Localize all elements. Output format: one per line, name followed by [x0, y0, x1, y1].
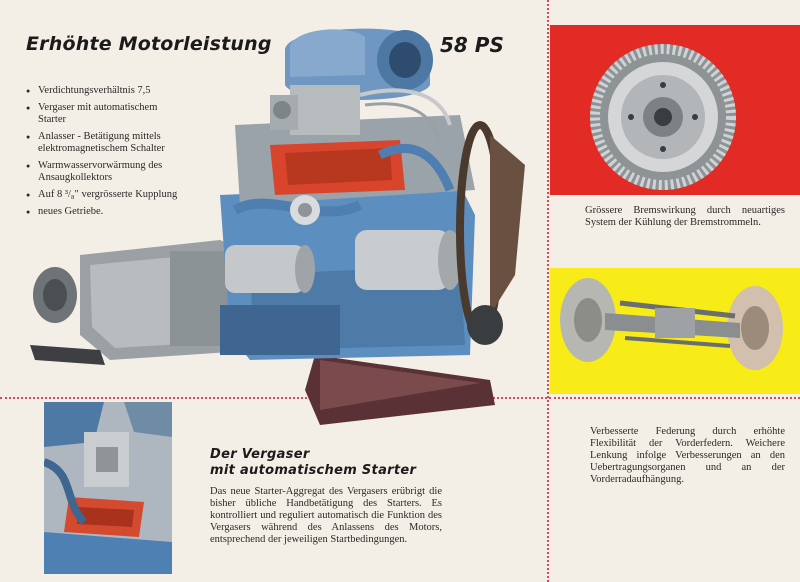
carburetor-heading-line2: mit automatischem Starter [210, 463, 417, 478]
feature-list: Verdichtungsverhältnis 7,5 Vergaser mit … [26, 85, 181, 223]
list-item: Auf 8 ³/₈" vergrösserte Kupplung [26, 189, 181, 201]
brake-drum-panel [550, 25, 800, 195]
list-item: Warmwasservorwärmung des Ansaugkollektor… [26, 160, 181, 184]
list-item: Anlasser - Betätigung mittels elektromag… [26, 131, 181, 155]
suspension-panel [550, 268, 800, 394]
page-title: Erhöhte Motorleistung [26, 33, 272, 55]
horizontal-divider-left [0, 397, 547, 399]
suspension-caption: Verbesserte Federung durch erhöhte Flexi… [590, 426, 785, 485]
carburetor-photo [44, 402, 172, 574]
carburetor-heading-line1: Der Vergaser [210, 447, 310, 462]
list-item: Verdichtungsverhältnis 7,5 [26, 85, 181, 97]
horizontal-divider-right [549, 397, 800, 399]
power-rating: 58 PS [440, 33, 504, 57]
carburetor-image [44, 402, 172, 574]
vertical-divider [547, 0, 549, 582]
front-axle-image [560, 278, 783, 370]
engine-illustration [30, 28, 525, 425]
list-item: neues Getriebe. [26, 206, 181, 218]
brake-caption: Grössere Bremswirkung durch neuartiges S… [585, 205, 785, 228]
list-item: Vergaser mit automatischem Starter [26, 102, 181, 126]
carburetor-heading: Der Vergaser mit automatischem Starter [210, 447, 416, 479]
brake-drum-image [590, 44, 736, 190]
carburetor-description: Das neue Starter-Aggregat des Vergasers … [210, 486, 442, 545]
